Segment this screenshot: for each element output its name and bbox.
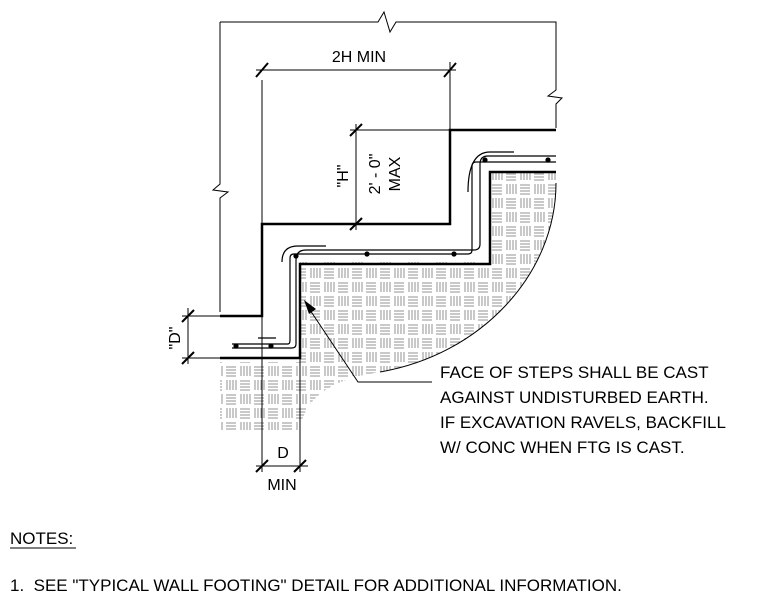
dim-d-width-label: D: [277, 445, 289, 462]
wall-outline: [211, 22, 230, 312]
rebar-dot: [364, 251, 370, 257]
rebar-hook-lower: [281, 245, 326, 263]
callout-line-3: IF EXCAVATION RAVELS, BACKFILL: [440, 413, 726, 432]
callout-leader-line: [305, 303, 432, 383]
rebar-dot: [293, 253, 299, 259]
note-item-1: 1. SEE "TYPICAL WALL FOOTING" DETAIL FOR…: [10, 576, 622, 595]
dim-h-label: "H": [335, 165, 352, 188]
dimension-d-vertical: [181, 308, 220, 365]
rebar-dot: [482, 157, 488, 163]
rebar-upper-bend: [232, 155, 556, 349]
earth-hatch: [220, 172, 556, 430]
rebar-dot: [545, 157, 551, 163]
dimension-2h-min: [255, 62, 457, 224]
callout-line-1: FACE OF STEPS SHALL BE CAST: [440, 363, 709, 382]
wall-top-line: [220, 10, 564, 128]
dim-max-height-suffix: MAX: [387, 156, 404, 191]
rebar-hook-upper: [467, 151, 514, 193]
callout-line-4: W/ CONC WHEN FTG IS CAST.: [440, 438, 685, 457]
dimension-d-min: [255, 316, 308, 473]
dim-d-label: "D": [167, 327, 184, 350]
notes-heading: NOTES:: [10, 529, 73, 548]
rebar-dot: [451, 251, 457, 257]
dim-d-min-suffix: MIN: [267, 477, 296, 494]
dimension-h: [349, 123, 450, 231]
footing-bottom-edge: [220, 170, 556, 360]
leader-arrowhead: [304, 300, 316, 314]
dim-max-height-value: 2' - 0": [367, 154, 384, 195]
earth-boundary-line: [379, 182, 557, 373]
rebar-dot: [233, 343, 239, 349]
dim-2h-min-label: 2H MIN: [332, 49, 386, 66]
rebar-dot: [268, 343, 274, 349]
callout-line-2: AGAINST UNDISTURBED EARTH.: [440, 388, 709, 407]
